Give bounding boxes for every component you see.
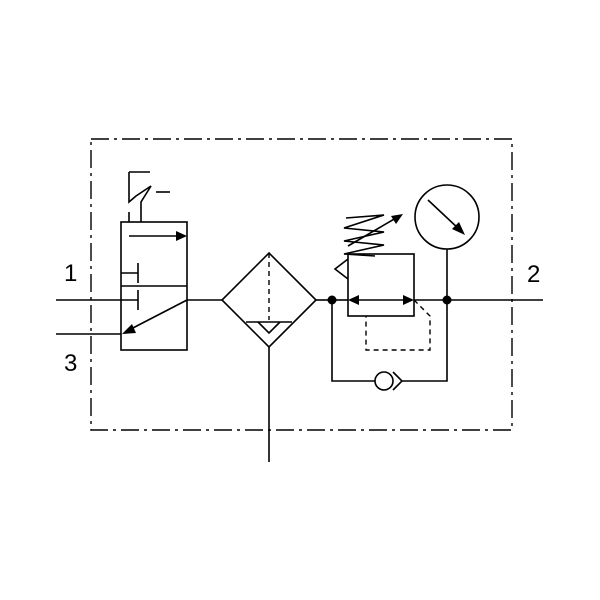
port-2-label: 2 — [527, 261, 540, 288]
bypass-line — [331, 300, 375, 382]
port-3-label: 3 — [64, 350, 77, 377]
port-1-label: 1 — [64, 260, 77, 287]
filter-water-separator-icon — [220, 251, 318, 462]
regulator-body — [347, 253, 415, 317]
manual-valve — [120, 171, 188, 351]
pressure-gauge-icon — [414, 184, 480, 300]
pressure-regulator-icon — [333, 214, 431, 351]
manual-actuator-icon — [128, 171, 170, 222]
check-valve-icon — [374, 371, 404, 391]
assembly-boundary — [90, 138, 513, 431]
